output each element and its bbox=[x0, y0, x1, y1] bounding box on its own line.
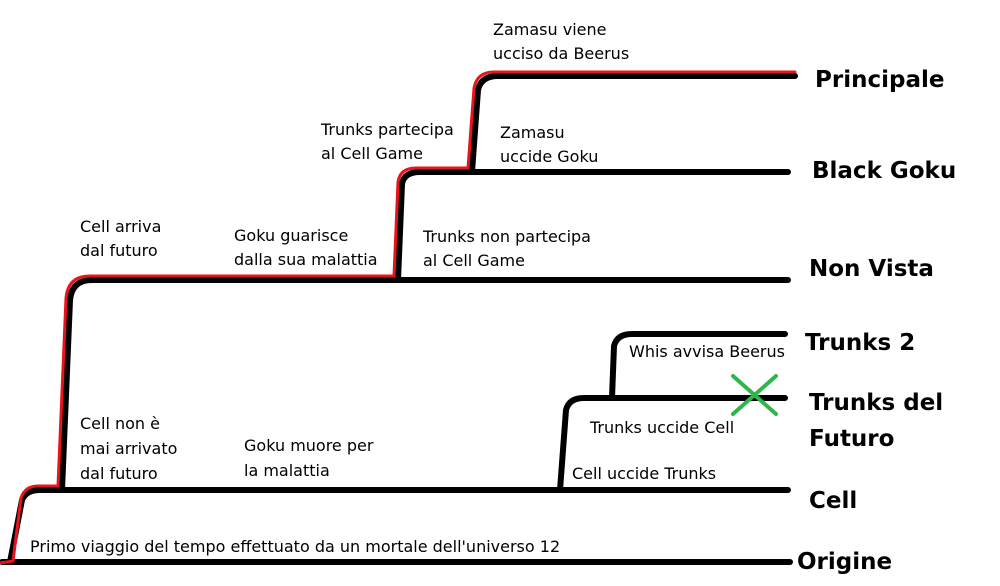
branch-trunks-2 bbox=[609, 331, 788, 401]
event-cell-non-arrivato: Cell non è mai arrivato dal futuro bbox=[80, 414, 182, 483]
event-line: Whis avvisa Beerus bbox=[629, 342, 785, 361]
event-line: Primo viaggio del tempo effettuato da un… bbox=[30, 537, 560, 556]
event-cell-uccide-trunks: Cell uccide Trunks bbox=[572, 464, 716, 483]
timeline-label-line: Futuro bbox=[809, 426, 894, 452]
event-line: Trunks partecipa bbox=[320, 120, 454, 139]
event-line: Cell arriva bbox=[80, 217, 161, 236]
event-goku-guarisce: Goku guarisce dalla sua malattia bbox=[234, 226, 378, 269]
event-line: uccide Goku bbox=[500, 147, 598, 166]
event-line: dal futuro bbox=[80, 464, 158, 483]
event-line: Goku muore per bbox=[244, 436, 374, 455]
timeline-label-principale: Principale bbox=[815, 67, 944, 93]
event-line: la malattia bbox=[244, 461, 330, 480]
branch-non-vista bbox=[59, 277, 791, 493]
event-line: mai arrivato bbox=[80, 439, 177, 458]
branch-principale bbox=[469, 73, 798, 175]
timeline-label-black-goku: Black Goku bbox=[812, 158, 956, 184]
event-line: Trunks non partecipa bbox=[422, 227, 591, 246]
event-line: Cell uccide Trunks bbox=[572, 464, 716, 483]
event-line: Cell non è bbox=[80, 414, 160, 433]
event-trunks-uccide-cell: Trunks uccide Cell bbox=[589, 418, 734, 437]
timeline-label-trunks-2: Trunks 2 bbox=[805, 330, 915, 356]
event-zamasu-ucciso: Zamasu viene ucciso da Beerus bbox=[493, 20, 629, 63]
event-line: dalla sua malattia bbox=[234, 250, 378, 269]
event-trunks-partecipa: Trunks partecipa al Cell Game bbox=[320, 120, 459, 163]
event-line: Trunks uccide Cell bbox=[589, 418, 734, 437]
branch-trunks-del-futuro bbox=[557, 395, 788, 493]
timeline-label-trunks-del-futuro: Trunks del Futuro bbox=[809, 390, 951, 452]
event-line: Goku guarisce bbox=[234, 226, 348, 245]
event-trunks-non-partecipa: Trunks non partecipa al Cell Game bbox=[422, 227, 596, 270]
event-cell-arriva: Cell arriva dal futuro bbox=[80, 217, 166, 260]
event-primo-viaggio: Primo viaggio del tempo effettuato da un… bbox=[30, 537, 560, 556]
main-path-highlight bbox=[0, 70, 797, 565]
event-zamasu-uccide-goku: Zamasu uccide Goku bbox=[500, 123, 598, 166]
event-line: al Cell Game bbox=[423, 251, 525, 270]
event-line: Zamasu viene bbox=[493, 20, 606, 39]
event-goku-muore: Goku muore per la malattia bbox=[244, 436, 379, 480]
timeline-label-non-vista: Non Vista bbox=[809, 256, 934, 282]
event-line: Zamasu bbox=[500, 123, 565, 142]
event-whis-avvisa: Whis avvisa Beerus bbox=[629, 342, 785, 361]
timeline-label-cell: Cell bbox=[809, 488, 857, 514]
event-line: ucciso da Beerus bbox=[493, 44, 629, 63]
cross-mark-icon bbox=[731, 374, 778, 416]
event-line: dal futuro bbox=[80, 241, 158, 260]
branch-black-goku bbox=[395, 169, 791, 283]
timeline-label-line: Trunks del bbox=[809, 390, 943, 416]
event-line: al Cell Game bbox=[321, 144, 423, 163]
timeline-label-origine: Origine bbox=[797, 549, 892, 575]
